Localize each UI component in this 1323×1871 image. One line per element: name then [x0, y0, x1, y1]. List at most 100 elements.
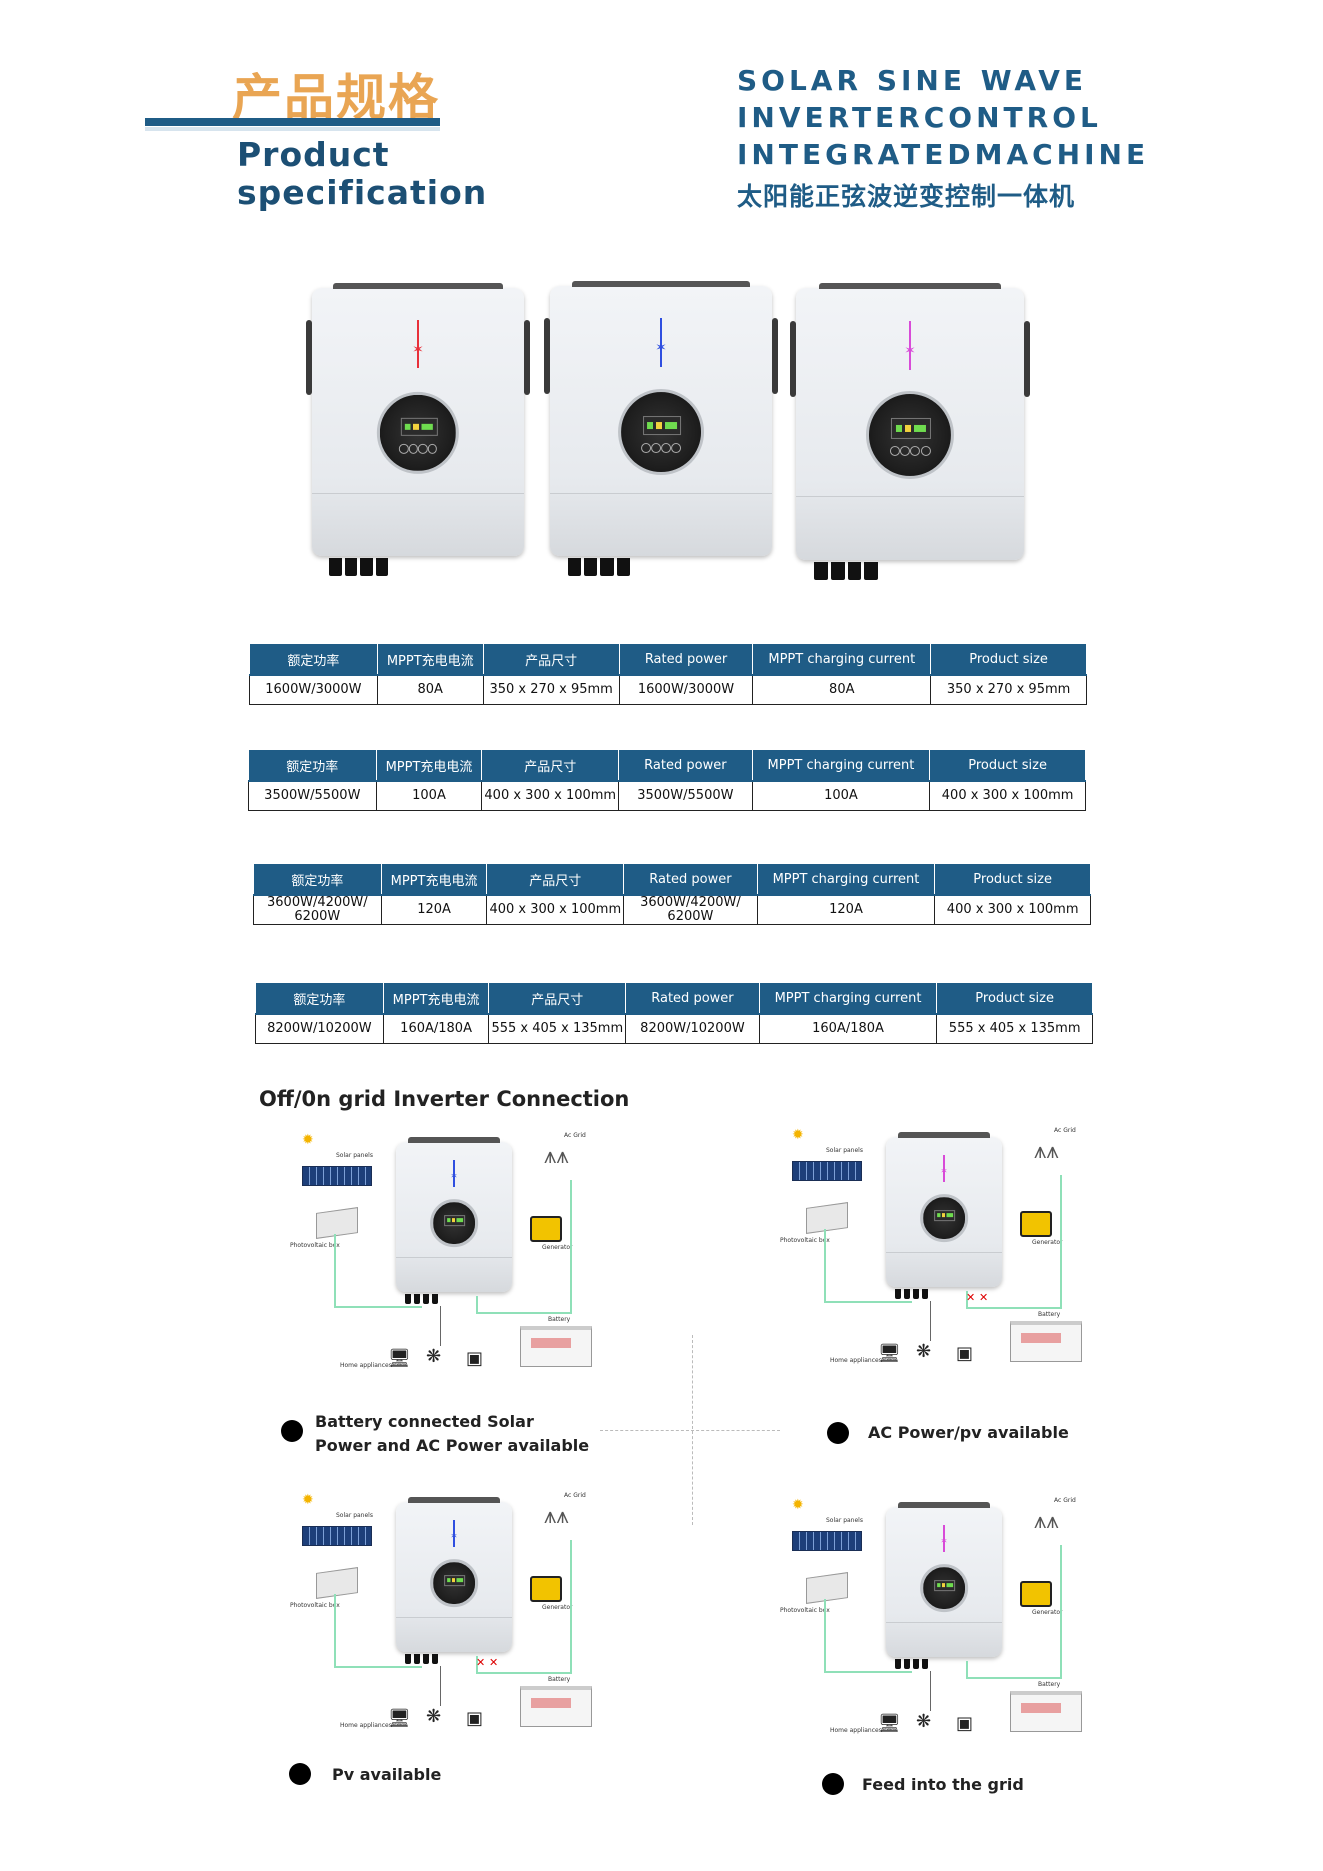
terminals [814, 562, 879, 580]
inverter-icon: ✶ [886, 1502, 1002, 1669]
table-cell: 3500W/5500W [618, 780, 753, 811]
wire [334, 1306, 422, 1308]
product-name-block: SOLAR SINE WAVE INVERTER CONTROL INTEGRA… [737, 64, 1145, 213]
table-header: Rated power [618, 643, 754, 676]
table-cell: 80A [376, 674, 484, 705]
product-name-word: MACHINE [974, 138, 1150, 171]
terminals [328, 558, 389, 576]
battery-label: Battery [548, 1676, 571, 1683]
sun-icon: ✹ [302, 1132, 314, 1148]
table-cell: 160A/180A [758, 1013, 938, 1044]
table-header: 产品尺寸 [486, 863, 625, 896]
battery-icon [520, 1686, 592, 1727]
wire [334, 1594, 336, 1668]
page-title-en-line2: specification [237, 173, 488, 212]
mode-caption-1: Battery connected Solar Power and AC Pow… [315, 1410, 589, 1458]
table-header-row: 额定功率 MPPT充电电流 产品尺寸 Rated power MPPT char… [248, 749, 1086, 782]
wire [440, 1666, 441, 1706]
bullet-icon [289, 1763, 311, 1785]
inverter-image-pink: ✶ [790, 283, 1030, 580]
table-header: 产品尺寸 [488, 982, 627, 1015]
mode-caption-4: Feed into the grid [862, 1775, 1024, 1794]
battery-icon [1010, 1691, 1082, 1732]
table-header: Product size [929, 749, 1086, 782]
table-header: MPPT charging current [758, 982, 938, 1015]
spec-table-4: 额定功率 MPPT充电电流 产品尺寸 Rated power MPPT char… [255, 982, 1093, 1044]
grid-label: Ac Grid [1054, 1497, 1076, 1504]
table-header: 额定功率 [253, 863, 382, 896]
table-cell: 350 x 270 x 95mm [482, 674, 620, 705]
pv-box-icon [316, 1207, 358, 1239]
title-underline-light [145, 127, 440, 131]
accent-stripe [909, 320, 911, 370]
disconnected-icon: ✕ ✕ [476, 1656, 499, 1669]
generator-icon [530, 1576, 562, 1602]
product-name-word: CONTROL [923, 101, 1102, 134]
solar-label: Solar panels [826, 1147, 863, 1154]
solar-panel-icon [792, 1531, 862, 1551]
pv-box-icon [806, 1202, 848, 1234]
table-header: Rated power [625, 982, 760, 1015]
battery-icon [520, 1326, 592, 1367]
sun-icon: ✹ [302, 1492, 314, 1508]
table-header: 产品尺寸 [481, 749, 620, 782]
connection-diagram-3: ✹ Solar panels Photovoltaic box ✶ Ac Gri… [280, 1490, 600, 1740]
generator-label: Generator [542, 1244, 573, 1251]
pv-box-icon [316, 1567, 358, 1599]
table-header: Product size [930, 643, 1087, 676]
table-header: MPPT charging current [751, 749, 931, 782]
connection-diagram-2: ✹ Solar panels Photovoltaic box ✶ Ac Gri… [770, 1125, 1090, 1375]
cooker-icon: ▣ [956, 1713, 974, 1734]
home-label: Home appliances [830, 1727, 882, 1734]
separator-vertical [692, 1335, 693, 1525]
page-title-en-line1: Product [237, 135, 390, 174]
table-header: Rated power [623, 863, 758, 896]
table-cell: 400 x 300 x 100mm [486, 894, 625, 925]
table-cell: 400 x 300 x 100mm [481, 780, 620, 811]
solar-panel-icon [792, 1161, 862, 1181]
fan-icon: ❋ [426, 1706, 442, 1727]
product-name-word: SOLAR [737, 64, 863, 97]
wire [966, 1661, 968, 1679]
lcd-display [865, 390, 955, 479]
grid-label: Ac Grid [564, 1132, 586, 1139]
generator-icon [1020, 1581, 1052, 1607]
mode-caption-3: Pv available [332, 1765, 442, 1784]
wire [824, 1229, 826, 1303]
fan-icon: ❋ [916, 1341, 932, 1362]
table-cell: 8200W/10200W [255, 1013, 384, 1044]
home-label: Home appliances [340, 1722, 392, 1729]
star-icon: ✶ [904, 342, 916, 359]
computer-icon: 🖥 [388, 1348, 411, 1369]
wire [476, 1672, 572, 1674]
solar-panel-icon [302, 1526, 372, 1546]
cooker-icon: ▣ [466, 1708, 484, 1729]
table-row: 8200W/10200W 160A/180A 555 x 405 x 135mm… [255, 1013, 1093, 1044]
wire [476, 1312, 572, 1314]
bullet-icon [822, 1773, 844, 1795]
computer-icon: 🖥 [388, 1708, 411, 1729]
table-header: MPPT充电电流 [380, 863, 488, 896]
table-cell: 400 x 300 x 100mm [934, 894, 1091, 925]
table-cell: 3500W/5500W [248, 780, 377, 811]
solar-panel-icon [302, 1166, 372, 1186]
table-header: Product size [934, 863, 1091, 896]
separator-horizontal [600, 1430, 780, 1431]
wire [476, 1296, 478, 1314]
table-header: MPPT charging current [752, 643, 932, 676]
inverter-icon: ✶ [396, 1497, 512, 1664]
table-cell: 1600W/3000W [618, 674, 754, 705]
home-label: Home appliances [340, 1362, 392, 1369]
pvbox-label: Photovoltaic box [290, 1242, 340, 1249]
solar-label: Solar panels [826, 1517, 863, 1524]
bullet-icon [827, 1422, 849, 1444]
wire [334, 1666, 422, 1668]
cooker-icon: ▣ [956, 1343, 974, 1364]
mode-caption-2: AC Power/pv available [868, 1423, 1069, 1442]
wire [930, 1671, 931, 1711]
battery-label: Battery [1038, 1311, 1061, 1318]
pv-box-icon [806, 1572, 848, 1604]
table-header: 额定功率 [255, 982, 384, 1015]
table-cell: 555 x 405 x 135mm [936, 1013, 1093, 1044]
table-header: MPPT充电电流 [382, 982, 490, 1015]
